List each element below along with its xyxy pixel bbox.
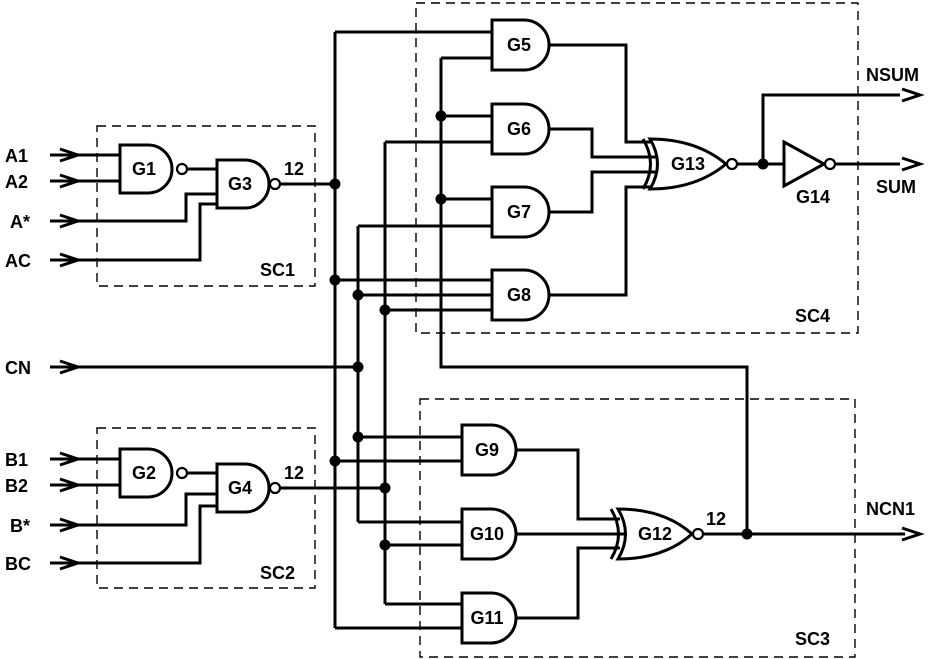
net-label-12-g4: 12 — [284, 463, 304, 483]
gate-g3: G3 — [215, 158, 282, 210]
sc4-box — [415, 2, 859, 334]
subcircuit-label-sc4: SC4 — [795, 306, 830, 326]
gate-g13: G13 — [641, 137, 739, 191]
input-label-a-star: A* — [10, 212, 30, 232]
gate-g6: G6 — [490, 102, 551, 156]
gate-g8: G8 — [490, 268, 551, 322]
net-label-12-g3: 12 — [284, 159, 304, 179]
gate-g12: G12 — [609, 507, 705, 561]
gate-g13-label: G13 — [671, 154, 705, 174]
gate-g9: G9 — [460, 423, 518, 477]
gate-g12-label: G12 — [638, 524, 672, 544]
arrows — [59, 87, 925, 571]
output-label-sum: SUM — [876, 177, 916, 197]
input-label-bc: BC — [5, 554, 31, 574]
gate-g3-label: G3 — [228, 174, 252, 194]
input-label-b1: B1 — [5, 450, 28, 470]
sc1-box — [96, 125, 316, 287]
gate-g5: G5 — [490, 18, 551, 72]
input-label-b-star: B* — [10, 516, 30, 536]
gate-g14-label: G14 — [796, 187, 830, 207]
gate-g5-label: G5 — [507, 35, 531, 55]
junction-dots — [329, 110, 769, 551]
gate-g2: G2 — [118, 447, 189, 499]
input-label-cn: CN — [5, 358, 31, 378]
gate-g2-label: G2 — [132, 463, 156, 483]
gate-g7-label: G7 — [507, 202, 531, 222]
input-label-b2: B2 — [5, 476, 28, 496]
input-label-a1: A1 — [5, 146, 28, 166]
sc2-box — [96, 427, 316, 589]
output-label-nsum: NSUM — [866, 65, 919, 85]
gate-g9-label: G9 — [475, 440, 499, 460]
gate-g4-label: G4 — [228, 478, 252, 498]
gate-g4: G4 — [215, 462, 282, 514]
gate-g1-label: G1 — [132, 159, 156, 179]
input-label-ac: AC — [5, 251, 31, 271]
gate-g10-label: G10 — [470, 524, 504, 544]
gate-g7: G7 — [490, 185, 551, 239]
subcircuit-label-sc1: SC1 — [260, 260, 295, 280]
gate-g8-label: G8 — [507, 285, 531, 305]
gate-g1: G1 — [118, 143, 189, 195]
gate-g10: G10 — [460, 507, 518, 561]
sc3-box — [419, 398, 856, 658]
input-label-a2: A2 — [5, 172, 28, 192]
gate-g14 — [782, 139, 837, 189]
subcircuit-label-sc2: SC2 — [260, 563, 295, 583]
gate-g11: G11 — [460, 591, 518, 645]
net-label-12-g12: 12 — [706, 509, 726, 529]
gate-g11-label: G11 — [470, 608, 503, 628]
subcircuit-label-sc3: SC3 — [795, 629, 830, 649]
gate-g6-label: G6 — [507, 119, 531, 139]
wires — [50, 30, 905, 630]
output-label-ncn1: NCN1 — [866, 499, 915, 519]
